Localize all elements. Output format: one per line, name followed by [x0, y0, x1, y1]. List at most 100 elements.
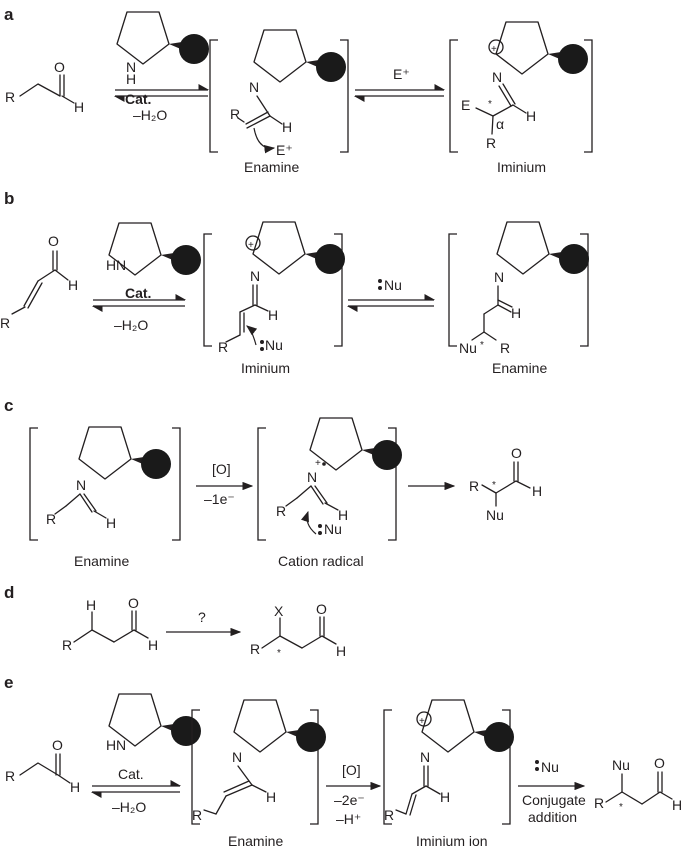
- nucleophile-label: Nu: [265, 337, 283, 353]
- atom-h: H: [336, 643, 346, 659]
- atom-n: N: [126, 59, 136, 75]
- water-loss-label-e: –H₂O: [112, 799, 146, 815]
- atom-n: N: [307, 469, 317, 485]
- atom-o: O: [54, 59, 65, 75]
- nucleophile-label: Nu: [324, 521, 342, 537]
- iminium-e: + N H R: [384, 699, 515, 823]
- plus-sign: +: [419, 716, 425, 727]
- panel-e: e R O H N H Cat. –H₂O N H: [4, 673, 682, 849]
- iminium-label-a: Iminium: [497, 159, 546, 175]
- atom-h: H: [106, 257, 116, 273]
- positive-charge: [416, 711, 432, 727]
- product-e: R * Nu O H: [594, 755, 682, 813]
- water-loss-label-b: –H₂O: [114, 317, 148, 333]
- atom-n: N: [492, 69, 502, 85]
- enamine-label-e: Enamine: [228, 833, 283, 849]
- atom-r: R: [384, 807, 394, 823]
- atom-h: H: [126, 71, 136, 87]
- catalyst-a: N H Cat.: [116, 11, 210, 107]
- panel-letter-a: a: [4, 5, 14, 24]
- panel-letter-e: e: [4, 673, 13, 692]
- bracket-right: [334, 233, 343, 347]
- atom-o: O: [48, 233, 59, 249]
- positive-charge: [488, 39, 504, 55]
- atom-n: N: [76, 477, 86, 493]
- atom-h: H: [338, 507, 348, 523]
- atom-x: X: [274, 603, 284, 619]
- enamine-a: N R H E⁺: [230, 29, 347, 158]
- atom-n: N: [116, 257, 126, 273]
- atom-h: H: [268, 307, 278, 323]
- enamine-c: N H R: [46, 426, 172, 531]
- iminium-b: + N H R Nu: [218, 221, 346, 355]
- atom-n: N: [116, 737, 126, 753]
- atom-h: H: [86, 597, 96, 613]
- enal-b: O H R: [0, 233, 78, 331]
- enamine-e: N H R: [192, 699, 327, 823]
- bracket-left: [257, 427, 266, 541]
- bracket-right: [172, 427, 181, 541]
- atom-r: R: [192, 807, 202, 823]
- conjugate-label: Conjugate: [522, 792, 586, 808]
- bracket-left: [209, 39, 218, 153]
- atom-r: R: [218, 339, 228, 355]
- atom-n: N: [250, 268, 260, 284]
- atom-h: H: [282, 119, 292, 135]
- bracket-right: [584, 39, 593, 153]
- atom-o: O: [511, 445, 522, 461]
- electron-loss-label: –1e⁻: [204, 491, 235, 507]
- atom-h: H: [511, 305, 521, 321]
- atom-h: H: [106, 515, 116, 531]
- cat-label-e: Cat.: [118, 766, 144, 782]
- panel-letter-c: c: [4, 396, 13, 415]
- atom-r: R: [46, 511, 56, 527]
- atom-h: H: [526, 108, 536, 124]
- atom-h: H: [672, 797, 682, 813]
- enamine-label-a: Enamine: [244, 159, 299, 175]
- panel-c: c N H R Enamine [O] –1e⁻ N + H: [4, 396, 542, 569]
- atom-r: R: [594, 795, 604, 811]
- positive-charge: [245, 235, 261, 251]
- enamine-label-c: Enamine: [74, 553, 129, 569]
- catalyst-b: N H Cat.: [106, 222, 202, 301]
- unknown-step-label: ?: [198, 609, 206, 625]
- atom-n: N: [232, 749, 242, 765]
- enamine-b: N H Nu * R: [459, 221, 590, 356]
- atom-r: R: [230, 106, 240, 122]
- oxidant-label-e: [O]: [342, 762, 361, 778]
- aldehyde-e: R O H: [5, 737, 80, 795]
- atom-o: O: [52, 737, 63, 753]
- product-d: R * X O H: [250, 601, 346, 659]
- stereocenter-star: *: [480, 340, 484, 351]
- stereocenter-star: *: [488, 99, 492, 110]
- atom-r: R: [276, 503, 286, 519]
- atom-r: R: [500, 340, 510, 356]
- atom-r: R: [0, 315, 10, 331]
- atom-r: R: [5, 89, 15, 105]
- atom-h: H: [532, 483, 542, 499]
- electrophile-label: E⁺: [393, 66, 410, 82]
- bracket-left: [448, 233, 457, 347]
- cat-label-b: Cat.: [125, 285, 151, 301]
- plus-sign: +: [315, 458, 321, 469]
- atom-r: R: [5, 768, 15, 784]
- bracket-left: [191, 709, 200, 825]
- plus-sign: +: [491, 44, 497, 55]
- atom-nu: Nu: [612, 757, 630, 773]
- cat-label-a: Cat.: [125, 91, 151, 107]
- plus-sign: +: [248, 240, 254, 251]
- addition-label: addition: [528, 809, 577, 825]
- atom-n: N: [494, 269, 504, 285]
- cation-radical: N + H R Nu: [276, 417, 403, 537]
- atom-n: N: [420, 749, 430, 765]
- atom-nu: Nu: [459, 340, 477, 356]
- atom-n: N: [249, 79, 259, 95]
- cation-radical-label: Cation radical: [278, 553, 364, 569]
- bracket-right: [310, 709, 319, 825]
- oxidant-label-c: [O]: [212, 461, 231, 477]
- iminium-label-b: Iminium: [241, 360, 290, 376]
- bracket-right: [502, 709, 511, 825]
- catalyst-e: N H Cat.: [106, 693, 202, 782]
- bracket-left: [29, 427, 38, 541]
